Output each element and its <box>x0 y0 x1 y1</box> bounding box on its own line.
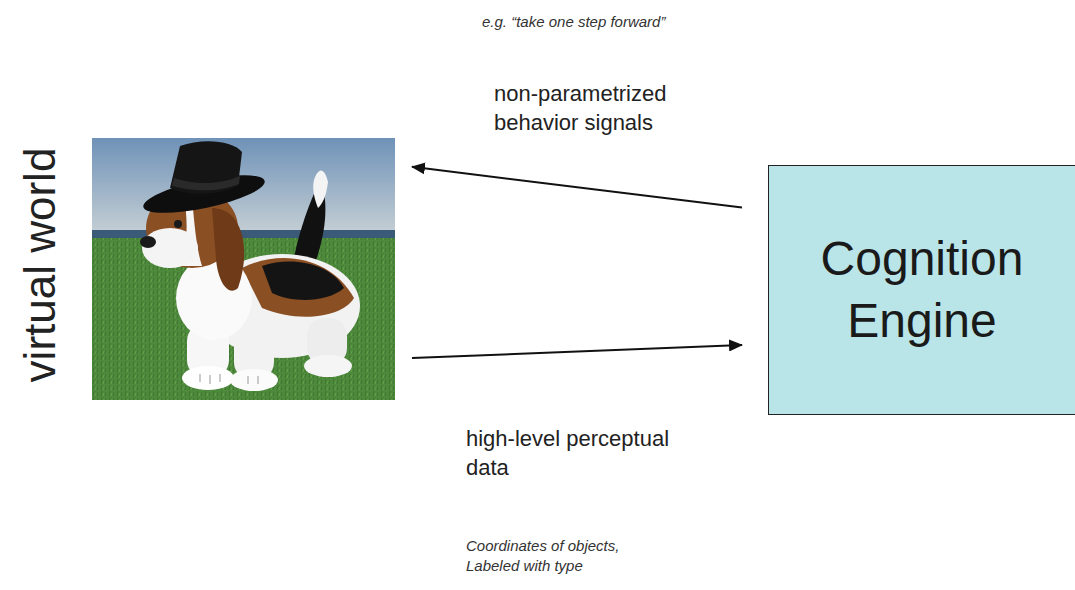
note-text: e.g. “take one step forward” <box>482 12 802 32</box>
arrow-connector <box>412 345 742 358</box>
signal-label: high-level perceptual data <box>466 425 711 482</box>
world-picture: virtual world <box>92 138 395 400</box>
box-title: Cognition Engine <box>797 228 1047 353</box>
arrow-connector <box>412 167 742 208</box>
process-box: Cognition Engine <box>768 165 1075 415</box>
rotated-heading: virtual world <box>18 148 62 383</box>
dog-illustration <box>92 138 395 400</box>
signal-label: non-parametrized behavior signals <box>494 80 729 137</box>
note-text: Coordinates of objects, Labeled with typ… <box>466 536 651 575</box>
